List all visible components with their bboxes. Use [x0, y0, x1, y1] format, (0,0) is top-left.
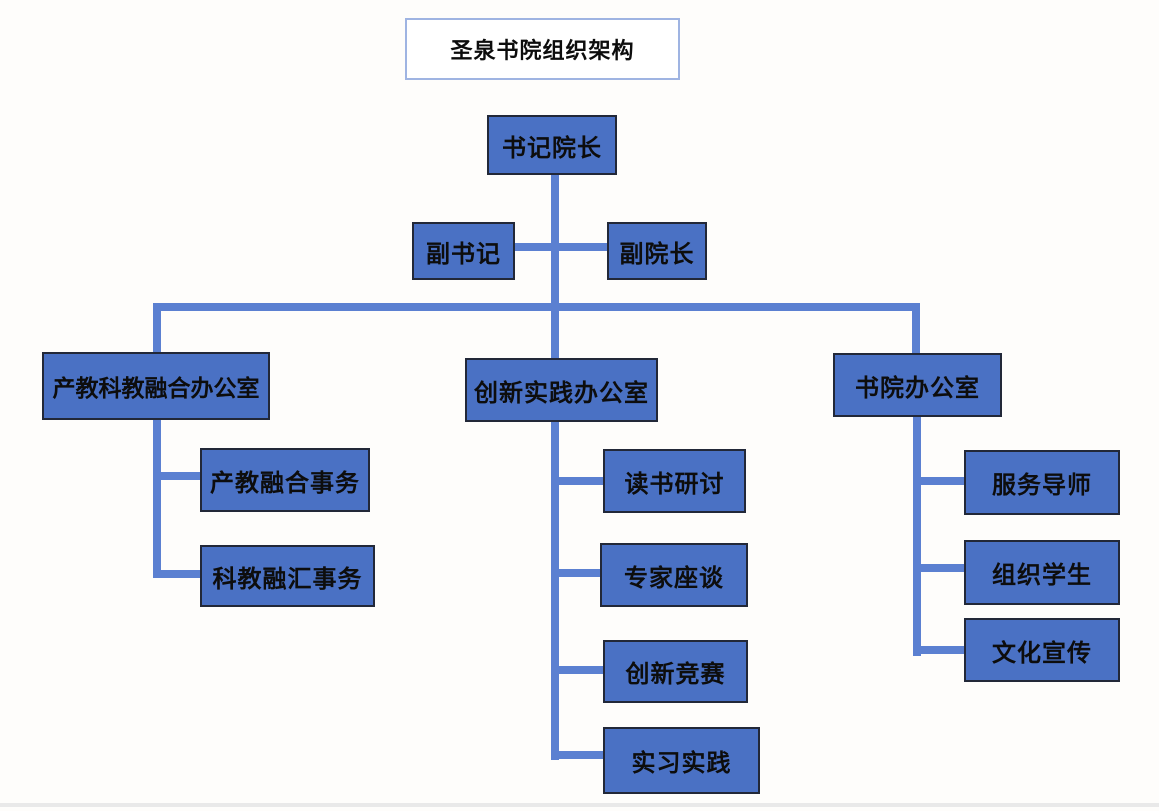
node-expert-talk: 专家座谈 [600, 543, 748, 607]
node-deputy-secretary: 副书记 [412, 222, 515, 280]
connector-reading-seminar-stub [559, 477, 603, 485]
node-industry-education-office: 产教科教融合办公室 [42, 352, 270, 420]
connector-expert-talk-stub [559, 569, 603, 577]
connector-offices-horizontal [153, 303, 920, 311]
connector-innovation-competition-stub [559, 666, 603, 674]
node-deputy-dean: 副院长 [607, 222, 707, 280]
node-student-organization: 组织学生 [964, 540, 1120, 605]
connector-right-branch-vertical [913, 417, 921, 656]
node-secretary-dean: 书记院长 [487, 115, 617, 175]
node-innovation-practice-office: 创新实践办公室 [465, 358, 658, 422]
node-innovation-competition: 创新竞赛 [603, 640, 748, 703]
node-reading-seminar: 读书研讨 [603, 449, 746, 513]
connector-deputy-secretary-stub [515, 243, 551, 251]
connector-student-organization-stub [921, 564, 964, 572]
connector-internship-practice-stub [559, 751, 603, 759]
connector-deputy-dean-stub [559, 243, 607, 251]
connector-science-education-affairs-stub [161, 570, 200, 578]
connector-industry-education-affairs-stub [161, 472, 200, 480]
node-internship-practice: 实习实践 [603, 727, 760, 794]
connector-culture-publicity-stub [921, 646, 964, 654]
node-industry-education-affairs: 产教融合事务 [200, 448, 370, 512]
bottom-edge-line [0, 803, 1159, 807]
connector-mentor-service-stub [921, 477, 964, 485]
node-culture-publicity: 文化宣传 [964, 618, 1120, 682]
node-academy-office: 书院办公室 [833, 353, 1002, 417]
connector-right-office-drop [912, 303, 920, 353]
org-chart-title: 圣泉书院组织架构 [405, 18, 680, 80]
connector-left-branch-vertical [153, 420, 161, 578]
connector-middle-branch-vertical [551, 422, 559, 760]
node-science-education-affairs: 科教融汇事务 [200, 545, 375, 607]
connector-left-office-drop [153, 303, 161, 352]
node-mentor-service: 服务导师 [964, 450, 1120, 515]
connector-root-vertical [551, 175, 559, 358]
